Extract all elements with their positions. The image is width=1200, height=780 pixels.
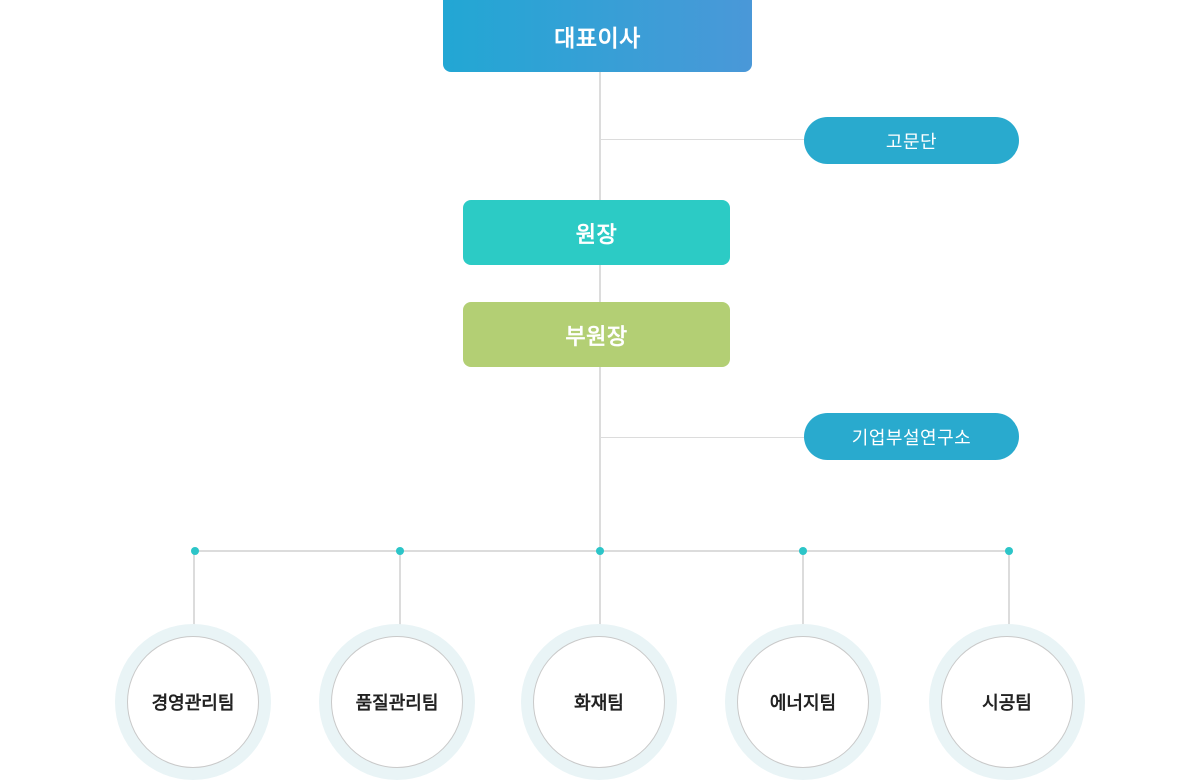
team-node: 에너지팀: [725, 624, 881, 780]
team-label: 화재팀: [574, 693, 624, 714]
team-node: 화재팀: [521, 624, 677, 780]
vice-director-box: 부원장: [463, 302, 730, 367]
connector-dot: [396, 547, 404, 555]
team-node: 품질관리팀: [319, 624, 475, 780]
team-drop-line: [399, 551, 401, 625]
team-circle: 품질관리팀: [331, 636, 463, 768]
team-circle: 경영관리팀: [127, 636, 259, 768]
team-node: 시공팀: [929, 624, 1085, 780]
connector-dot: [191, 547, 199, 555]
team-circle: 에너지팀: [737, 636, 869, 768]
team-circle: 화재팀: [533, 636, 665, 768]
team-drop-line: [1008, 551, 1010, 625]
team-label: 품질관리팀: [355, 693, 439, 714]
director-label: 원장: [575, 222, 618, 248]
team-drop-line: [599, 551, 601, 625]
team-label: 시공팀: [982, 693, 1032, 714]
connector-dot: [799, 547, 807, 555]
connector-dot: [596, 547, 604, 555]
team-circle: 시공팀: [941, 636, 1073, 768]
director-box: 원장: [463, 200, 730, 265]
advisory-pill: 고문단: [804, 117, 1019, 164]
research-lab-label: 기업부설연구소: [851, 427, 972, 449]
advisory-branch-line: [601, 139, 805, 140]
ceo-box: 대표이사: [443, 0, 752, 72]
lab-branch-line: [601, 437, 805, 438]
team-label: 경영관리팀: [151, 693, 235, 714]
team-label: 에너지팀: [769, 693, 837, 714]
research-lab-pill: 기업부설연구소: [804, 413, 1019, 460]
vice-director-label: 부원장: [565, 324, 628, 350]
team-drop-line: [193, 551, 195, 625]
connector-dot: [1005, 547, 1013, 555]
team-drop-line: [802, 551, 804, 625]
advisory-label: 고문단: [885, 131, 938, 153]
ceo-label: 대표이사: [554, 26, 641, 52]
team-node: 경영관리팀: [115, 624, 271, 780]
